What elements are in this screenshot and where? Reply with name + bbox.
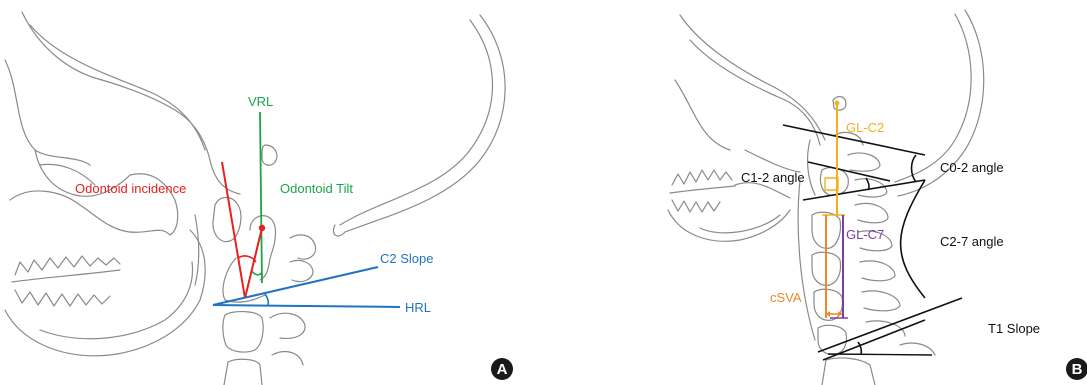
c0-2-arc <box>912 155 917 182</box>
t1-slope-arc <box>858 342 861 355</box>
badge-a: A <box>491 358 513 380</box>
panel-b: GL-C2 C0-2 angle C1-2 angle GL-C7 C2-7 a… <box>668 10 1087 385</box>
label-hrl: HRL <box>405 300 431 315</box>
csva-arrow-right <box>838 311 842 317</box>
c2-slope-arc <box>265 294 268 306</box>
skull-outline-a <box>5 12 505 385</box>
label-c0-2-angle: C0-2 angle <box>940 160 1004 175</box>
label-odontoid-tilt: Odontoid Tilt <box>280 181 353 196</box>
c2-slope-line <box>213 267 378 305</box>
skull-outline-b <box>668 10 984 385</box>
c1-2-arc <box>866 178 869 190</box>
odontoid-incidence-line-2 <box>245 228 262 298</box>
label-c2-slope: C2 Slope <box>380 251 433 266</box>
hrl-line <box>213 305 400 307</box>
label-gl-c2: GL-C2 <box>846 120 884 135</box>
label-c2-7-angle: C2-7 angle <box>940 234 1004 249</box>
label-c1-2-angle: C1-2 angle <box>741 170 805 185</box>
label-odontoid-incidence: Odontoid incidence <box>75 181 186 196</box>
c7-line <box>818 298 962 352</box>
t1-horizontal <box>828 354 932 355</box>
badge-b-letter: B <box>1072 361 1083 378</box>
c2-7-arc <box>901 180 925 298</box>
panel-a: VRL Odontoid incidence Odontoid Tilt C2 … <box>5 12 513 385</box>
label-csva: cSVA <box>770 290 802 305</box>
vrl-line <box>260 112 262 283</box>
label-t1-slope: T1 Slope <box>988 321 1040 336</box>
label-vrl: VRL <box>248 94 273 109</box>
badge-a-letter: A <box>497 361 508 378</box>
odontoid-center-dot <box>259 225 265 231</box>
badge-b: B <box>1066 358 1087 380</box>
label-gl-c7: GL-C7 <box>846 227 884 242</box>
gl-c2-dot <box>835 101 840 106</box>
